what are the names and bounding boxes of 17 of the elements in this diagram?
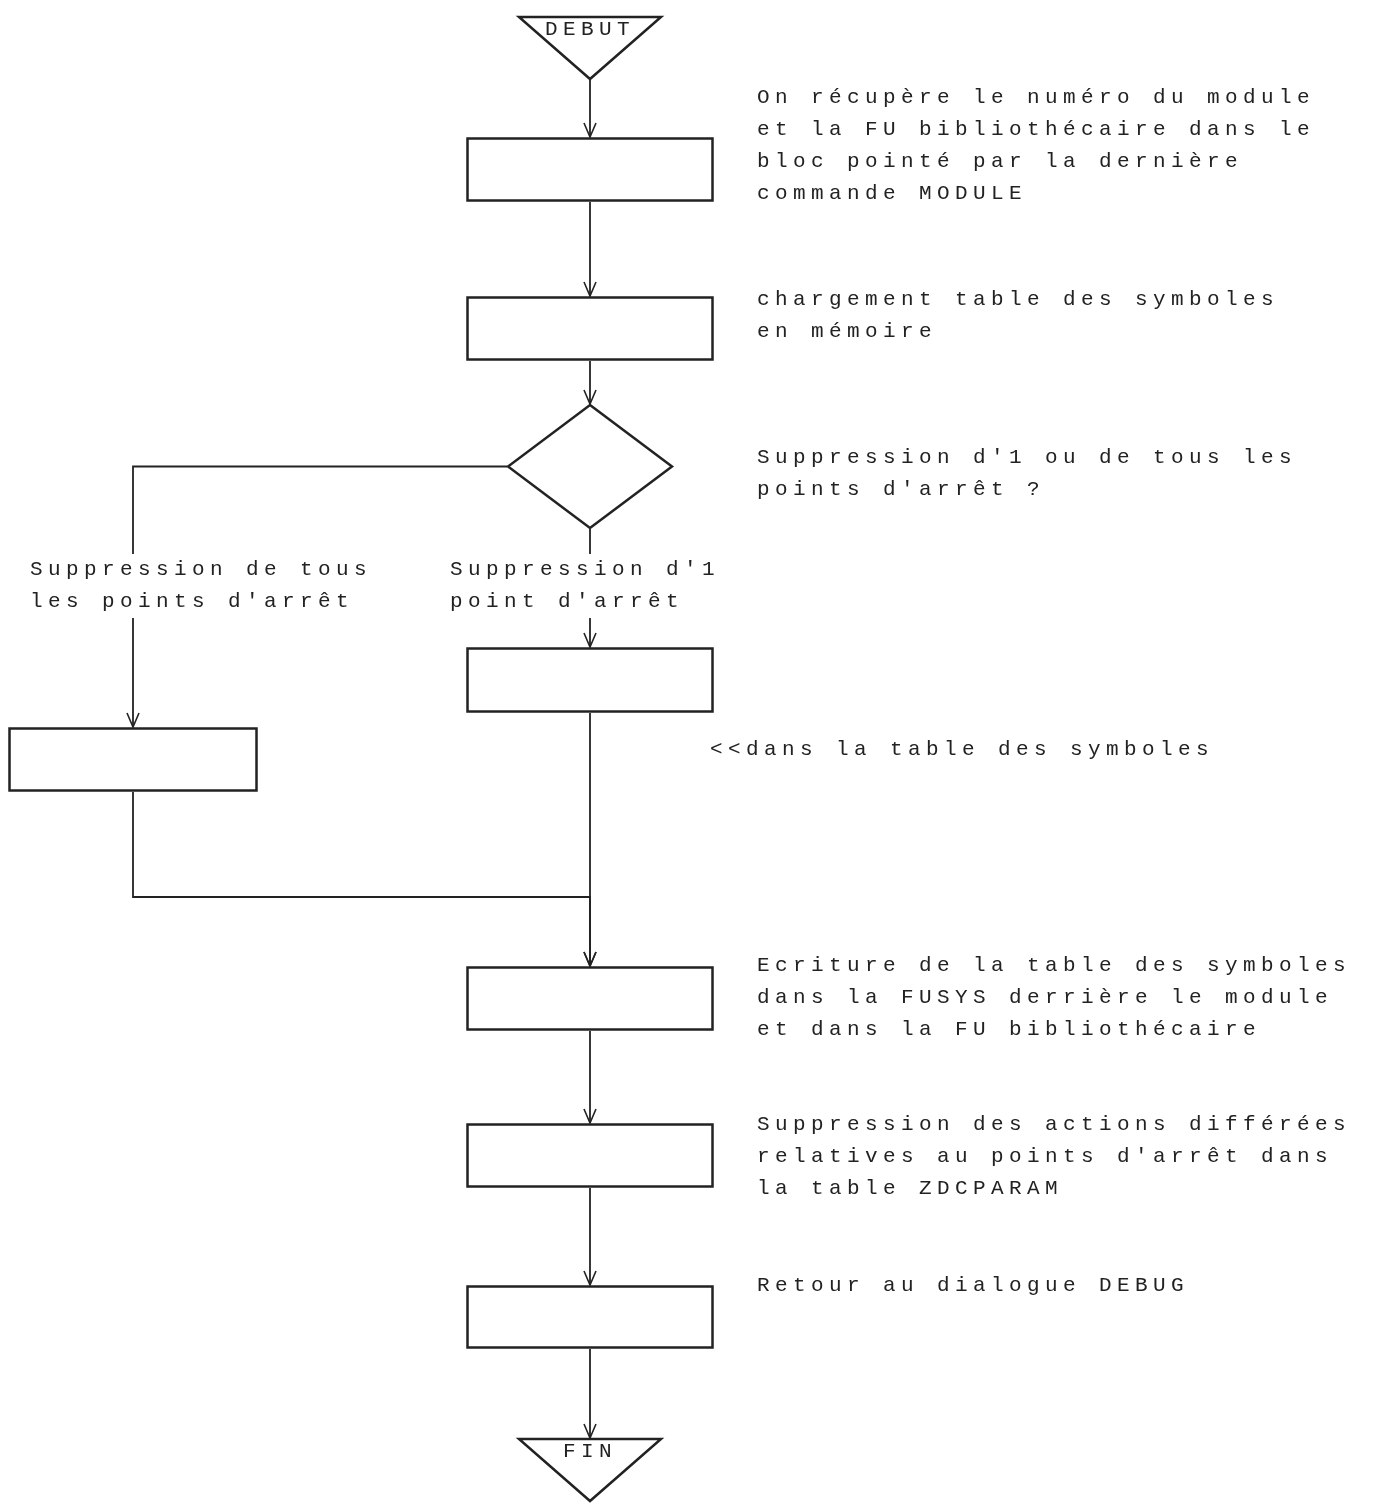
arrow [583,79,597,138]
step-description: Retour au dialogue DEBUG [757,1273,1191,1299]
arrow [132,791,597,967]
terminal-label: FIN [562,1439,618,1465]
arrow [126,465,508,728]
step-description: <<dans la table des symboles [710,737,1216,763]
arrow [583,201,597,297]
arrow [583,360,597,405]
terminal-label: DEBUT [544,17,636,43]
note-text: Suppression d'1 ou de tous les points d'arrêt ? [757,445,1299,503]
step-description: chargement table des symboles en mémoire [757,287,1281,345]
step-description: Suppression des actions différées relatives au points d'arrêt dans la table ZDCPARAM [757,1112,1353,1202]
arrow [583,1187,597,1286]
arrow [583,1348,597,1439]
step-description: Ecriture de la table des symboles dans la FUSYS derrière le module et dans la FU bibliothécaire [757,953,1353,1043]
arrow [583,1030,597,1124]
step-description: On récupère le numéro du module et la FU bibliothécaire dans le bloc pointé par la dernière commande MODULE [757,85,1317,207]
